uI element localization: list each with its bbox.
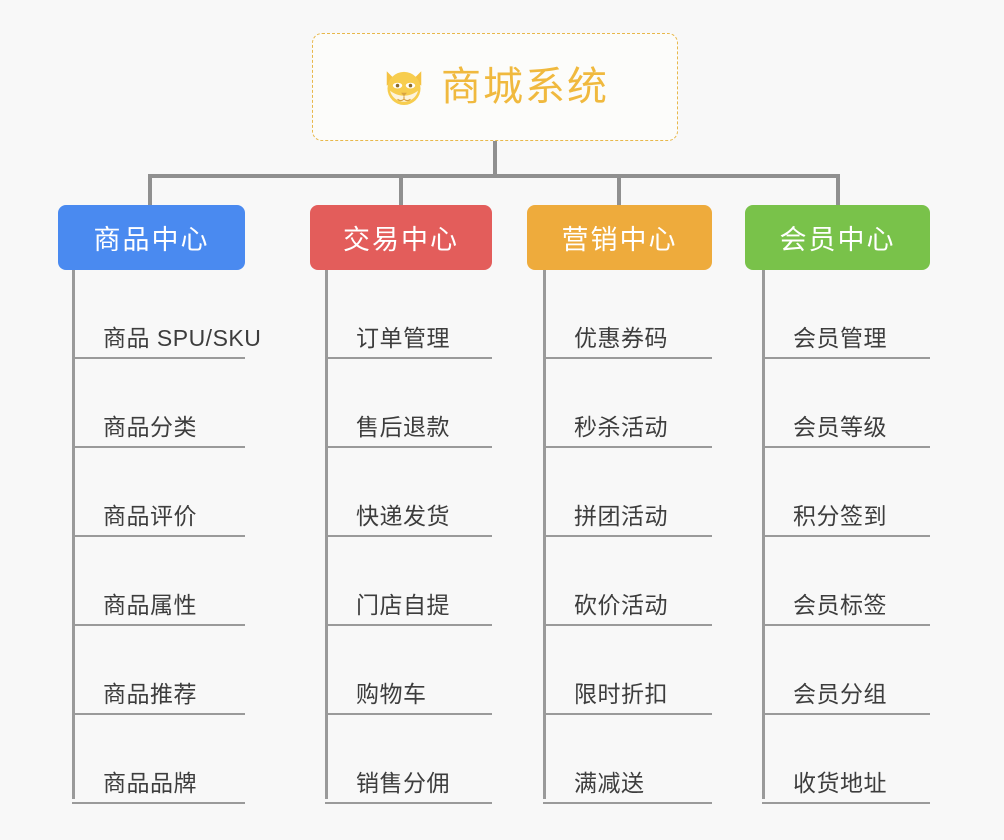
leaf-label: 商品属性 bbox=[103, 591, 197, 618]
branch-spine bbox=[72, 270, 75, 799]
leaf-item[interactable]: 商品 SPU/SKU bbox=[72, 270, 261, 359]
leaf-label: 会员标签 bbox=[793, 591, 887, 618]
leaf-label: 购物车 bbox=[356, 680, 427, 707]
leaf-label: 订单管理 bbox=[356, 324, 450, 351]
branch-header-label: 交易中心 bbox=[343, 225, 459, 255]
branch-column-member-center: 会员中心 会员管理 会员等级 积分签到 会员标签 会员分组 收货地址 bbox=[745, 205, 930, 804]
root-title: 商城系统 bbox=[441, 65, 609, 109]
leaf-item[interactable]: 商品属性 bbox=[72, 537, 245, 626]
branch-header-label: 营销中心 bbox=[561, 225, 678, 255]
connector-drop-1 bbox=[148, 174, 152, 205]
leaf-item[interactable]: 满减送 bbox=[543, 715, 712, 804]
leaf-item[interactable]: 积分签到 bbox=[762, 448, 930, 537]
leaf-item[interactable]: 砍价活动 bbox=[543, 537, 712, 626]
leaf-item[interactable]: 会员等级 bbox=[762, 359, 930, 448]
leaf-label: 商品分类 bbox=[103, 413, 197, 440]
branch-header-member-center[interactable]: 会员中心 bbox=[745, 205, 930, 270]
leaf-item[interactable]: 秒杀活动 bbox=[543, 359, 712, 448]
leaf-label: 会员等级 bbox=[793, 413, 887, 440]
leaf-label: 秒杀活动 bbox=[574, 413, 668, 440]
branch-body: 商品 SPU/SKU 商品分类 商品评价 商品属性 商品推荐 商品品牌 bbox=[58, 270, 261, 804]
leaf-label: 积分签到 bbox=[793, 502, 887, 529]
branch-header-label: 商品中心 bbox=[93, 225, 210, 255]
connector-drop-4 bbox=[836, 174, 840, 205]
branch-spine bbox=[762, 270, 765, 799]
leaf-item[interactable]: 收货地址 bbox=[762, 715, 930, 804]
branch-body: 会员管理 会员等级 积分签到 会员标签 会员分组 收货地址 bbox=[745, 270, 930, 804]
branch-header-trade-center[interactable]: 交易中心 bbox=[310, 205, 492, 270]
leaf-item[interactable]: 商品推荐 bbox=[72, 626, 245, 715]
leaf-item[interactable]: 会员标签 bbox=[762, 537, 930, 626]
leaf-label: 会员管理 bbox=[793, 324, 887, 351]
root-node[interactable]: 商城系统 bbox=[312, 33, 678, 141]
leaf-label: 优惠券码 bbox=[574, 324, 668, 351]
leaf-label: 销售分佣 bbox=[356, 769, 450, 796]
leaf-item[interactable]: 限时折扣 bbox=[543, 626, 712, 715]
leaf-item[interactable]: 拼团活动 bbox=[543, 448, 712, 537]
leaf-item[interactable]: 售后退款 bbox=[325, 359, 492, 448]
leaf-label: 商品推荐 bbox=[103, 680, 197, 707]
shiba-dog-icon bbox=[386, 71, 422, 105]
branch-header-label: 会员中心 bbox=[779, 225, 896, 255]
connector-root-stem bbox=[493, 141, 497, 176]
branch-column-marketing-center: 营销中心 优惠券码 秒杀活动 拼团活动 砍价活动 限时折扣 满减送 bbox=[527, 205, 712, 804]
leaf-label: 快递发货 bbox=[356, 502, 450, 529]
leaf-item[interactable]: 商品分类 bbox=[72, 359, 245, 448]
leaf-item[interactable]: 订单管理 bbox=[325, 270, 492, 359]
branch-body: 订单管理 售后退款 快递发货 门店自提 购物车 销售分佣 bbox=[310, 270, 492, 804]
leaf-label: 商品品牌 bbox=[103, 769, 197, 796]
leaf-item[interactable]: 购物车 bbox=[325, 626, 492, 715]
leaf-label: 限时折扣 bbox=[574, 680, 668, 707]
leaf-item[interactable]: 会员分组 bbox=[762, 626, 930, 715]
leaf-label: 收货地址 bbox=[793, 769, 887, 796]
leaf-item[interactable]: 销售分佣 bbox=[325, 715, 492, 804]
connector-horizontal-bus bbox=[148, 174, 840, 178]
leaf-item[interactable]: 门店自提 bbox=[325, 537, 492, 626]
leaf-label: 砍价活动 bbox=[574, 591, 668, 618]
leaf-label: 满减送 bbox=[574, 769, 645, 796]
branch-header-marketing-center[interactable]: 营销中心 bbox=[527, 205, 712, 270]
leaf-item[interactable]: 优惠券码 bbox=[543, 270, 712, 359]
connector-drop-2 bbox=[399, 174, 403, 205]
leaf-item[interactable]: 会员管理 bbox=[762, 270, 930, 359]
leaf-label: 会员分组 bbox=[793, 680, 887, 707]
branch-body: 优惠券码 秒杀活动 拼团活动 砍价活动 限时折扣 满减送 bbox=[527, 270, 712, 804]
leaf-label: 商品 SPU/SKU bbox=[103, 324, 262, 351]
connector-drop-3 bbox=[617, 174, 621, 205]
leaf-label: 售后退款 bbox=[356, 413, 450, 440]
leaf-item[interactable]: 快递发货 bbox=[325, 448, 492, 537]
leaf-item[interactable]: 商品品牌 bbox=[72, 715, 245, 804]
branch-spine bbox=[325, 270, 328, 799]
branch-column-trade-center: 交易中心 订单管理 售后退款 快递发货 门店自提 购物车 销售分佣 bbox=[310, 205, 492, 804]
leaf-label: 商品评价 bbox=[103, 502, 197, 529]
branch-header-product-center[interactable]: 商品中心 bbox=[58, 205, 245, 270]
leaf-label: 门店自提 bbox=[356, 591, 450, 618]
leaf-item[interactable]: 商品评价 bbox=[72, 448, 245, 537]
leaf-label: 拼团活动 bbox=[574, 502, 668, 529]
branch-column-product-center: 商品中心 商品 SPU/SKU 商品分类 商品评价 商品属性 商品推荐 商品品牌 bbox=[58, 205, 261, 804]
branch-spine bbox=[543, 270, 546, 799]
